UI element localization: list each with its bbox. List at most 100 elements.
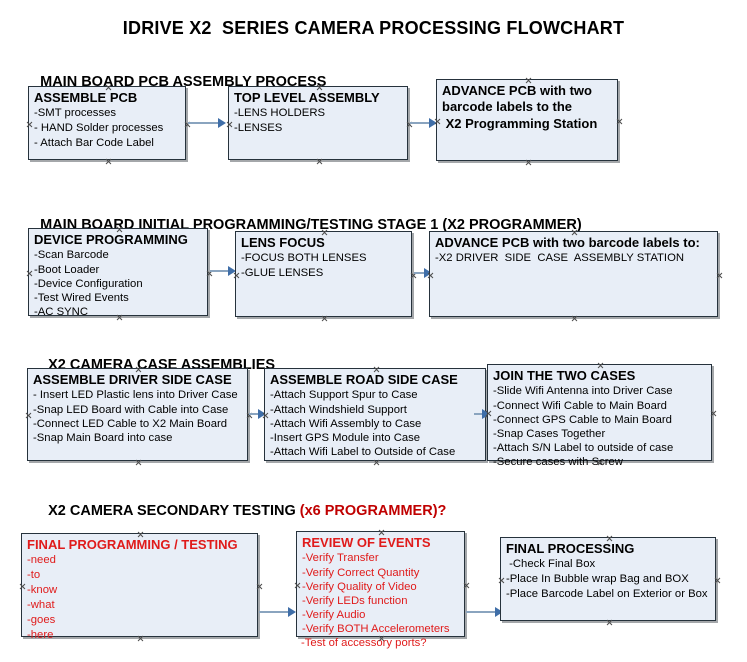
node-title: ADVANCE PCB with two [442, 83, 592, 98]
section-header-x2-camera-secondary-testing: X2 CAMERA SECONDARY TESTING (x6 PROGRAMM… [32, 487, 446, 535]
node-line: -GLUE LENSES [241, 267, 324, 280]
node-advance-pcb-to-x2-programming-station[interactable]: ADVANCE PCB with two barcode labels to t… [436, 79, 618, 161]
node-title: TOP LEVEL ASSEMBLY [234, 90, 380, 105]
node-assemble-pcb[interactable]: ASSEMBLE PCB -SMT processes - HAND Solde… [28, 86, 186, 160]
node-line: -Secure cases with Screw [493, 456, 623, 469]
arrowhead-icon [495, 607, 503, 617]
connector-arrow [474, 413, 488, 415]
arrowhead-icon [429, 118, 437, 128]
connection-handle-bottom[interactable] [525, 159, 532, 166]
node-line: -FOCUS BOTH LENSES [241, 252, 367, 265]
arrowhead-icon [482, 409, 490, 419]
node-review-of-events[interactable]: REVIEW OF EVENTS -Verify Transfer -Verif… [294, 531, 465, 649]
node-title: ASSEMBLE DRIVER SIDE CASE [33, 372, 232, 387]
node-title-line2: barcode labels to the [442, 99, 573, 115]
node-title: DEVICE PROGRAMMING [34, 232, 188, 247]
node-final-programming-testing[interactable]: FINAL PROGRAMMING / TESTING -need -to -k… [19, 533, 258, 641]
connection-handle-bottom[interactable] [321, 315, 328, 322]
node-title-line3: X2 Programming Station [442, 115, 598, 131]
node-lens-focus[interactable]: LENS FOCUS -FOCUS BOTH LENSES -GLUE LENS… [235, 231, 412, 317]
node-line: -Slide Wifi Antenna into Driver Case [493, 385, 673, 398]
connector-arrow [259, 611, 294, 613]
node-line: -AC SYNC [34, 306, 88, 319]
node-advance-pcb-to-driver-side-case-assembly[interactable]: ADVANCE PCB with two barcode labels to: … [429, 231, 718, 317]
node-line: -Attach Wifi Label to Outside of Case [270, 446, 456, 459]
arrowhead-icon [424, 268, 432, 278]
node-line: -Attach Windshield Support [270, 403, 407, 416]
node-line: -Connect GPS Cable to Main Board [493, 413, 672, 426]
node-line: - HAND Solder processes [34, 122, 164, 135]
node-line: -Place Barcode Label on Exterior or Box [506, 588, 708, 601]
node-line: -Verify Audio [302, 609, 366, 622]
node-line: -Snap Cases Together [493, 427, 606, 440]
connection-handle-bottom[interactable] [571, 315, 578, 322]
connection-handle-left[interactable] [294, 582, 301, 589]
node-line: -X2 DRIVER SIDE CASE ASSEMBLY STATION [435, 252, 685, 265]
arrowhead-icon [258, 409, 266, 419]
page-title: IDRIVE X2 SERIES CAMERA PROCESSING FLOWC… [122, 18, 625, 38]
node-title: FINAL PROCESSING [506, 541, 635, 556]
connection-handle-right[interactable] [616, 118, 623, 125]
node-line: -Attach Wifi Assembly to Case [270, 417, 422, 430]
connector-arrow [210, 270, 234, 272]
connector-arrow [414, 272, 432, 274]
connection-handle-bottom[interactable] [105, 158, 112, 165]
node-line: -SMT processes [34, 107, 117, 120]
node-line: -here [27, 628, 54, 641]
node-line: - Attach Bar Code Label [34, 137, 154, 150]
connection-handle-left[interactable] [26, 121, 33, 128]
node-line: - Insert LED Plastic lens into Driver Ca… [33, 389, 238, 402]
connection-handle-right[interactable] [256, 583, 263, 590]
node-join-the-two-cases[interactable]: JOIN THE TWO CASES -Slide Wifi Antenna i… [487, 364, 712, 468]
node-line: -LENSES [234, 122, 283, 135]
node-line: -Snap LED Board with Cable into Case [33, 403, 229, 416]
node-line: -Snap Main Board into case [33, 431, 173, 444]
connection-handle-right[interactable] [463, 582, 470, 589]
node-line: -Verify LEDs function [302, 594, 408, 607]
connection-handle-bottom[interactable] [606, 619, 613, 626]
connection-handle-left[interactable] [26, 270, 33, 277]
connection-handle-bottom[interactable] [135, 459, 142, 466]
node-title: ASSEMBLE PCB [34, 90, 138, 105]
connection-handle-right[interactable] [710, 410, 717, 417]
connection-handle-left[interactable] [498, 577, 505, 584]
node-assemble-road-side-case[interactable]: ASSEMBLE ROAD SIDE CASE -Attach Support … [264, 368, 486, 461]
node-line: -goes [27, 613, 56, 626]
arrowhead-icon [288, 607, 296, 617]
section-header-accent: (x6 PROGRAMMER)? [299, 503, 447, 519]
node-title: FINAL PROGRAMMING / TESTING [27, 537, 238, 552]
node-line: -Check Final Box [506, 558, 596, 571]
connector-arrow [410, 122, 435, 124]
node-device-programming[interactable]: DEVICE PROGRAMMING -Scan Barcode -Boot L… [26, 228, 208, 319]
node-line: -Connect Wifi Cable to Main Board [493, 399, 667, 412]
node-line: -Verify Correct Quantity [302, 566, 420, 579]
connection-handle-left[interactable] [226, 121, 233, 128]
connection-handle-bottom[interactable] [373, 459, 380, 466]
connection-handle-bottom[interactable] [316, 158, 323, 165]
node-title: LENS FOCUS [241, 235, 325, 250]
connection-handle-right[interactable] [714, 577, 721, 584]
node-line: -Insert GPS Module into Case [270, 431, 421, 444]
connector-arrow [466, 611, 500, 613]
node-line: -Scan Barcode [34, 249, 109, 262]
node-top-level-assembly[interactable]: TOP LEVEL ASSEMBLY -LENS HOLDERS -LENSES [228, 86, 408, 160]
arrowhead-icon [218, 118, 226, 128]
node-title: JOIN THE TWO CASES [493, 368, 636, 383]
node-line: -Verify BOTH Accelerometers [302, 623, 450, 636]
node-line: -Verify Quality of Video [302, 580, 417, 593]
node-line: -need [27, 554, 56, 567]
node-final-processing[interactable]: FINAL PROCESSING -Check Final Box -Place… [500, 537, 716, 621]
section-header-text: X2 CAMERA SECONDARY TESTING [48, 503, 300, 519]
connection-handle-right[interactable] [716, 272, 723, 279]
connection-handle-left[interactable] [25, 412, 32, 419]
node-assemble-driver-side-case[interactable]: ASSEMBLE DRIVER SIDE CASE - Insert LED P… [27, 368, 248, 461]
connector-arrow [188, 122, 224, 124]
node-line: -Test Wired Events [34, 291, 129, 304]
node-line: -know [27, 584, 58, 597]
connection-handle-left[interactable] [19, 583, 26, 590]
arrowhead-icon [228, 266, 236, 276]
node-line: -Attach S/N Label to outside of case [493, 442, 674, 455]
node-line: -what [27, 599, 55, 612]
node-line: -LENS HOLDERS [234, 107, 326, 120]
